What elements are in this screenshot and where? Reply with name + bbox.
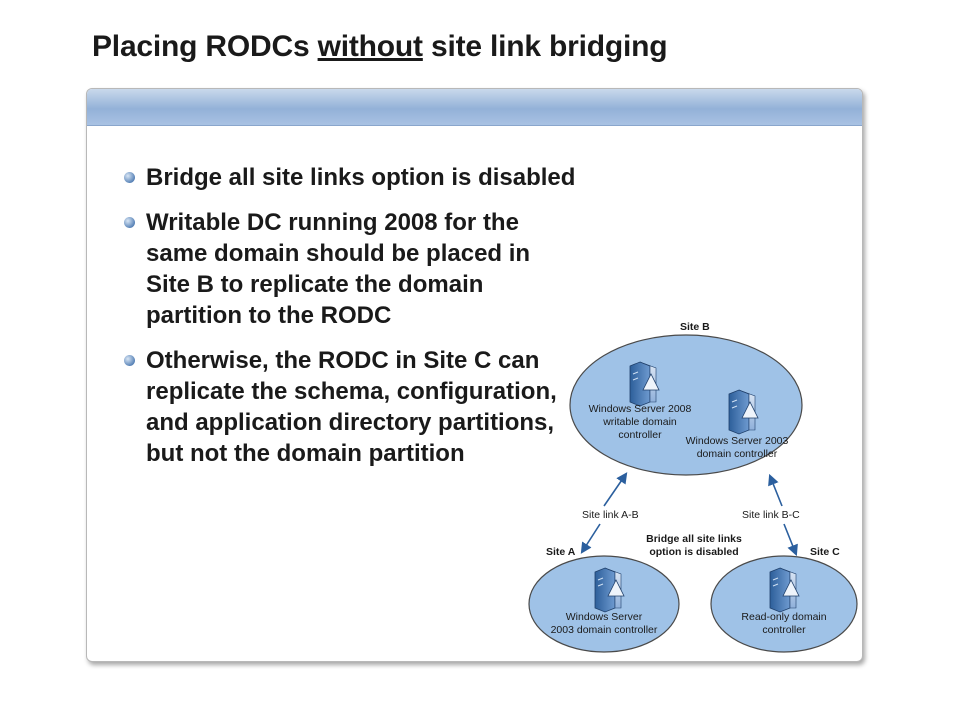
server-icon — [594, 567, 625, 613]
server-icon — [728, 389, 759, 435]
title-text-before: Placing RODCs — [92, 30, 318, 63]
bullet-icon — [124, 172, 135, 183]
site-b-server1-line2: writable domain — [602, 416, 677, 428]
site-link-b-c-label: Site link B-C — [742, 509, 800, 521]
server-icon — [769, 567, 800, 613]
server-icon — [629, 361, 660, 407]
bullet-icon — [124, 217, 135, 228]
bullet-text: Bridge all site links option is disabled — [146, 164, 576, 191]
site-b-server2-line1: Windows Server 2003 — [686, 435, 789, 447]
site-c-label: Site C — [810, 546, 840, 558]
site-link-a-b-arrow — [580, 523, 601, 554]
site-b-label: Site B — [680, 321, 710, 333]
site-a-server-line2: 2003 domain controller — [551, 624, 658, 636]
title-text-after: site link bridging — [422, 30, 668, 63]
bullet-list: Bridge all site links option is disabled… — [120, 162, 580, 483]
site-c-server-line1: Read-only domain — [741, 611, 826, 623]
site-b-ellipse — [569, 334, 803, 476]
bullet-text: Writable DC running 2008 for the same do… — [146, 209, 531, 329]
site-link-b-c-arrow — [768, 473, 783, 507]
site-link-a-b-label: Site link A-B — [582, 509, 639, 521]
bridge-note-line2: option is disabled — [649, 546, 738, 558]
site-c-server-line2: controller — [762, 624, 806, 636]
bullet-icon — [124, 355, 135, 366]
title-underlined-word: without — [317, 30, 423, 63]
site-b-server2-line2: domain controller — [697, 448, 778, 460]
site-b-server1-line3: controller — [618, 429, 662, 441]
page-title: Placing RODCs without site link bridging — [92, 30, 668, 64]
bullet-item: Otherwise, the RODC in Site C can replic… — [120, 345, 580, 469]
bullet-item: Bridge all site links option is disabled — [120, 162, 580, 193]
panel-header-bar — [87, 89, 862, 126]
bullet-item: Writable DC running 2008 for the same do… — [120, 207, 580, 331]
bullet-text: Otherwise, the RODC in Site C can replic… — [146, 347, 557, 467]
bridge-note-line1: Bridge all site links — [646, 533, 742, 545]
site-a-server-line1: Windows Server — [566, 611, 643, 623]
site-a-label: Site A — [546, 546, 576, 558]
site-link-b-c-arrow — [783, 523, 798, 557]
site-b-server1-line1: Windows Server 2008 — [589, 403, 692, 415]
site-link-a-b-arrow — [603, 472, 628, 507]
